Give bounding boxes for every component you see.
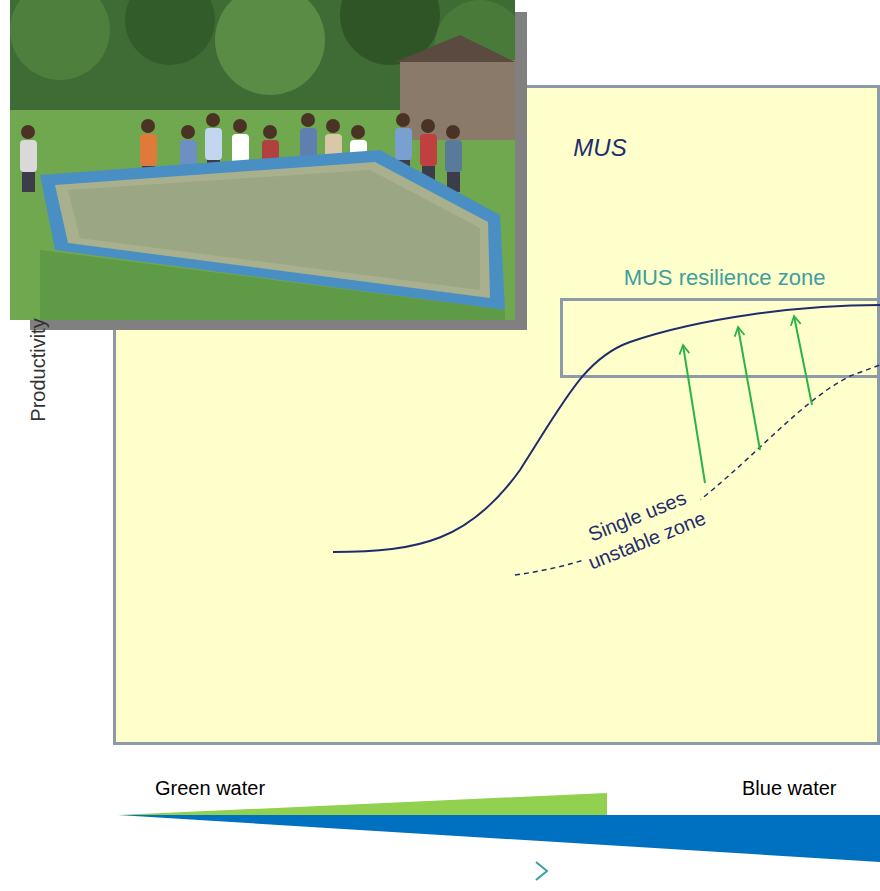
axis-label: Productivity: [27, 318, 50, 421]
resilience-zone-box: MUS resilience zone: [560, 298, 880, 378]
axis-label: Blue water: [742, 777, 837, 800]
zone-heading: MUS resilience zone: [563, 265, 880, 291]
axis-label: Green water: [155, 777, 265, 800]
panel-heading: MUS: [560, 134, 640, 162]
